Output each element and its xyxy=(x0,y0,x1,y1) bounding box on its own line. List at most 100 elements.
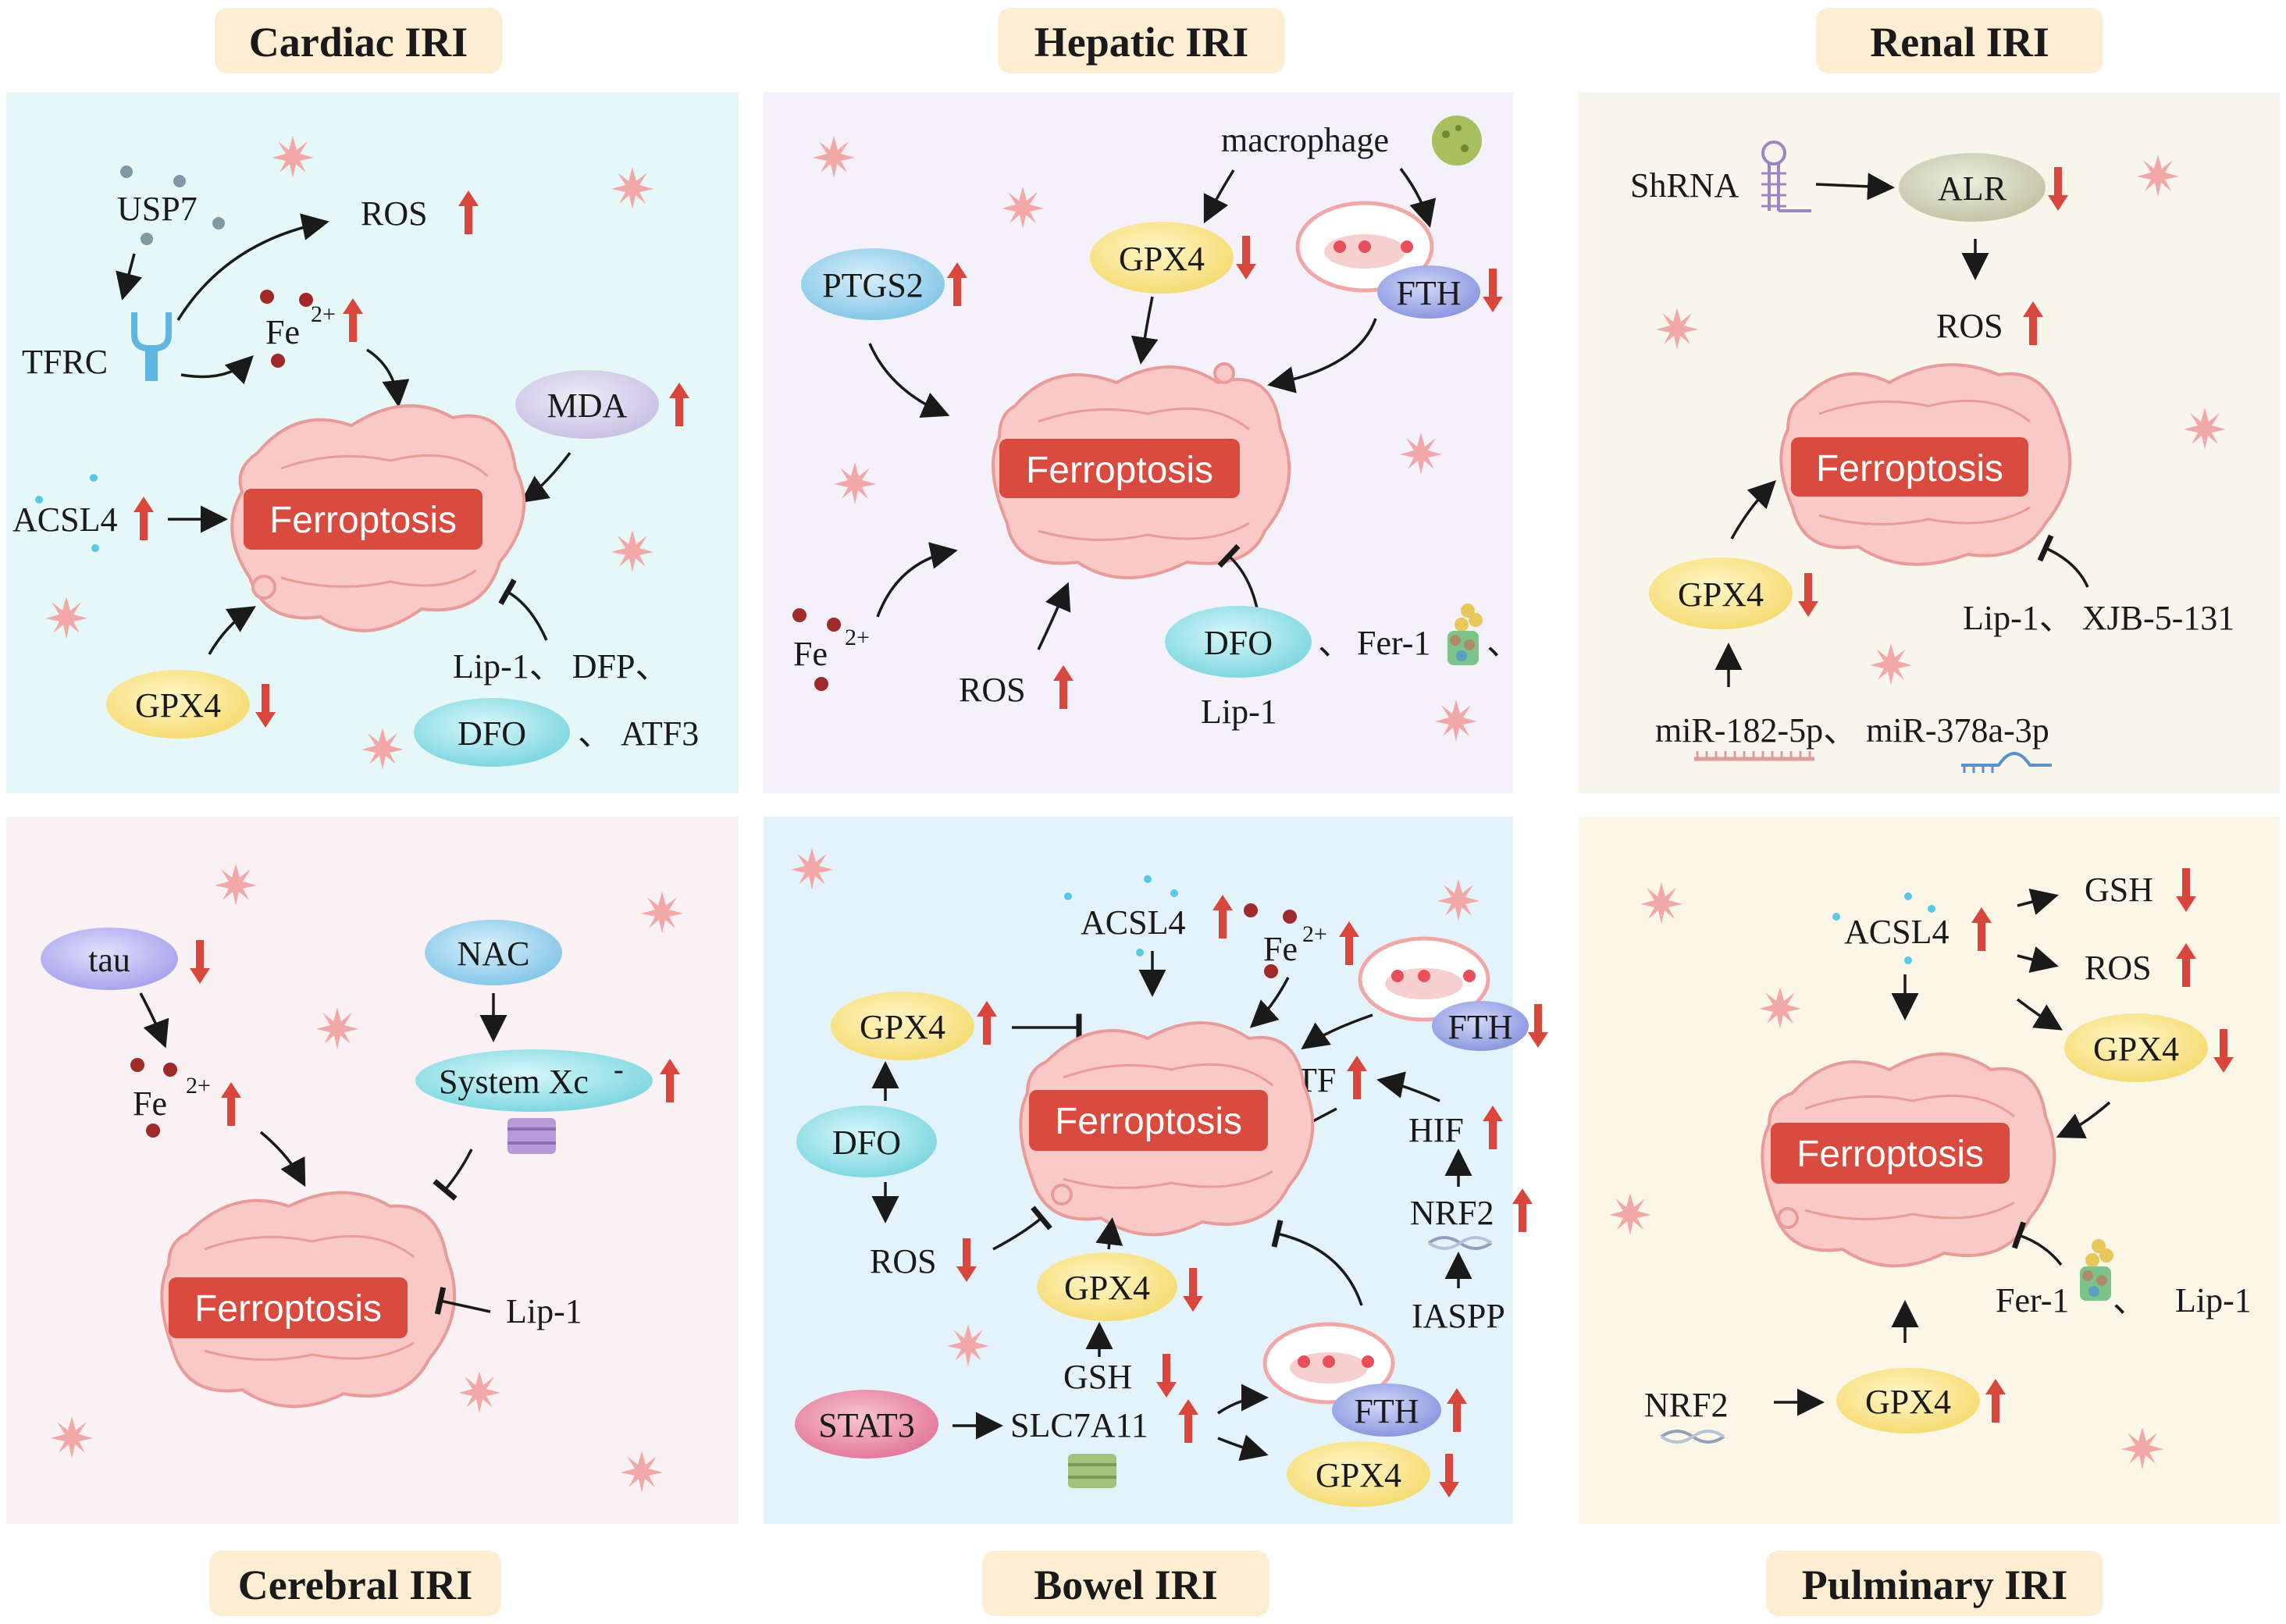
hepatic-diagram: macrophage GPX4 PTGS2 FTH F xyxy=(792,116,1521,742)
title-renal: Renal IRI xyxy=(1816,8,2103,73)
cardiac-inhibitors-line2: 、 ATF3 xyxy=(578,714,699,753)
bowel-fe-superscript: 2+ xyxy=(1302,921,1327,947)
hepatic-ferroptosis-label: Ferroptosis xyxy=(1026,450,1213,491)
bowel-fth-ferritin-icon xyxy=(1358,936,1490,1022)
macrophage-label: macrophage xyxy=(1221,121,1389,159)
svg-text:Pulminary IRI: Pulminary IRI xyxy=(1802,1562,2068,1608)
renal-diagram: ShRNA ALR ROS Ferroptosis GPX4 Lip-1、 XJ… xyxy=(1630,141,2234,773)
hepatic-gpx4-label: GPX4 xyxy=(1119,240,1205,278)
renal-mirna-label: miR-182-5p、 miR-378a-3p xyxy=(1655,711,2049,750)
hif-label: HIF xyxy=(1408,1111,1464,1149)
cerebral-diagram: tau Fe 2+ NAC System Xc - Ferroptosis Li… xyxy=(41,864,683,1493)
title-bowel: Bowel IRI xyxy=(982,1551,1269,1616)
pulmonary-fer1-molecule-icon xyxy=(2080,1239,2113,1301)
fer1-molecule-icon xyxy=(1447,604,1483,665)
pulmonary-fer1-label: Fer-1 xyxy=(1996,1281,2069,1320)
cardiac-diagram: USP7 ROS TFRC Fe 2+ MDA ACSL4 Ferroptosi… xyxy=(12,136,699,770)
bowel-fth-bottom-ferritin-icon xyxy=(1262,1322,1395,1405)
renal-ros-label: ROS xyxy=(1936,307,2003,345)
pulmonary-sep-label: 、 xyxy=(2113,1281,2147,1320)
slc7a11-transporter-icon xyxy=(1068,1454,1116,1488)
shrna-hairpin-icon xyxy=(1761,141,1811,212)
bowel-dfo-label: DFO xyxy=(832,1124,901,1162)
cardiac-ferroptosis-label: Ferroptosis xyxy=(269,500,457,541)
alr-label: ALR xyxy=(1938,169,2007,208)
title-hepatic: Hepatic IRI xyxy=(998,8,1285,73)
pulmonary-gsh-label: GSH xyxy=(2085,871,2153,909)
bowel-fth-top-down-arrow-icon xyxy=(1528,1004,1548,1048)
system-xc-superscript: - xyxy=(614,1053,624,1086)
bowel-ros-label: ROS xyxy=(870,1242,937,1280)
bowel-fe-label: Fe xyxy=(1263,930,1298,968)
pulmonary-diagram: ACSL4 GSH ROS GPX4 Ferroptosis Fer-1 、 xyxy=(1609,868,2252,1469)
cardiac-ros-label: ROS xyxy=(361,194,428,233)
macrophage-cell-icon xyxy=(1432,116,1482,166)
pulmonary-nrf2-label: NRF2 xyxy=(1644,1386,1729,1424)
cardiac-fe-superscript: 2+ xyxy=(311,301,336,327)
transporter-icon xyxy=(507,1118,556,1154)
bowel-gpx4-top-label: GPX4 xyxy=(860,1008,945,1046)
usp7-label: USP7 xyxy=(117,190,198,228)
dna-helix-icon xyxy=(1427,1236,1493,1250)
system-xc-label: System Xc xyxy=(439,1063,589,1101)
gsh-label: GSH xyxy=(1063,1358,1132,1396)
bowel-acsl4-label: ACSL4 xyxy=(1081,903,1185,942)
ptgs2-label: PTGS2 xyxy=(822,266,924,304)
tfrc-label: TFRC xyxy=(22,343,108,381)
bowel-fth-top-label: FTH xyxy=(1447,1008,1512,1046)
cerebral-fe-label: Fe xyxy=(133,1084,167,1123)
pulmonary-gpx4-top-label: GPX4 xyxy=(2093,1030,2179,1068)
hepatic-lip1-label: Lip-1 xyxy=(1201,693,1277,731)
hepatic-ros-label: ROS xyxy=(959,671,1026,709)
cerebral-ferroptosis-label: Ferroptosis xyxy=(194,1288,382,1330)
title-cerebral: Cerebral IRI xyxy=(209,1551,501,1616)
bowel-ferroptosis-label: Ferroptosis xyxy=(1055,1101,1242,1142)
shrna-label: ShRNA xyxy=(1630,166,1739,205)
hepatic-fer1-label: Fer-1 xyxy=(1357,624,1430,662)
hepatic-fth-label: FTH xyxy=(1396,274,1461,312)
svg-text:Bowel IRI: Bowel IRI xyxy=(1034,1562,1218,1608)
nrf2-label: NRF2 xyxy=(1410,1194,1494,1232)
svg-text:Hepatic IRI: Hepatic IRI xyxy=(1034,19,1248,66)
hepatic-fe-label: Fe xyxy=(793,635,828,673)
bowel-fth-bottom-label: FTH xyxy=(1354,1392,1419,1430)
bowel-diagram: ACSL4 Fe 2+ GPX4 FTH TF DFO xyxy=(791,848,1548,1507)
iaspp-label: IASPP xyxy=(1412,1297,1505,1335)
slc7a11-label: SLC7A11 xyxy=(1010,1406,1148,1444)
bowel-gpx4-mid-label: GPX4 xyxy=(1064,1269,1150,1307)
cardiac-acsl4-label: ACSL4 xyxy=(12,500,117,539)
cardiac-fe-label: Fe xyxy=(265,313,300,351)
cardiac-gpx4-label: GPX4 xyxy=(135,686,221,725)
cerebral-lip1-label: Lip-1 xyxy=(506,1292,582,1330)
renal-ferroptosis-label: Ferroptosis xyxy=(1816,448,2003,490)
pulmonary-ferroptosis-label: Ferroptosis xyxy=(1796,1134,1984,1175)
pulmonary-dna-helix-icon xyxy=(1660,1430,1725,1444)
pulmonary-gpx4-bottom-label: GPX4 xyxy=(1865,1383,1951,1421)
title-cardiac: Cardiac IRI xyxy=(215,8,502,73)
pulmonary-ros-label: ROS xyxy=(2085,949,2152,987)
svg-text:Cardiac IRI: Cardiac IRI xyxy=(249,19,468,66)
nac-label: NAC xyxy=(458,935,530,973)
renal-inhibitors-label: Lip-1、 XJB-5-131 xyxy=(1963,599,2234,637)
svg-text:Renal IRI: Renal IRI xyxy=(1870,19,2049,66)
pulmonary-lip1-label: Lip-1 xyxy=(2175,1281,2252,1320)
title-pulmonary: Pulminary IRI xyxy=(1766,1551,2103,1616)
mirna-strand-icon xyxy=(1694,751,2052,773)
cardiac-inhibitors-line1: Lip-1、 DFP、 xyxy=(453,647,669,686)
tau-label: tau xyxy=(88,941,130,979)
hepatic-fe-superscript: 2+ xyxy=(845,625,870,650)
mda-label: MDA xyxy=(547,386,628,425)
bowel-gpx4-bottom-label: GPX4 xyxy=(1316,1456,1401,1494)
cardiac-dfo-label: DFO xyxy=(458,714,526,753)
nrf2-up-arrow-icon xyxy=(1512,1188,1533,1232)
tfrc-receptor-icon xyxy=(131,312,172,381)
cerebral-fe-superscript: 2+ xyxy=(186,1073,211,1099)
stat3-label: STAT3 xyxy=(818,1406,915,1444)
hepatic-dfo-label: DFO xyxy=(1204,624,1273,662)
renal-gpx4-label: GPX4 xyxy=(1678,575,1764,614)
fth-ferritin-icon xyxy=(1295,201,1434,293)
panel-cerebral xyxy=(6,817,739,1524)
hepatic-sep-label: 、 xyxy=(1318,624,1352,662)
